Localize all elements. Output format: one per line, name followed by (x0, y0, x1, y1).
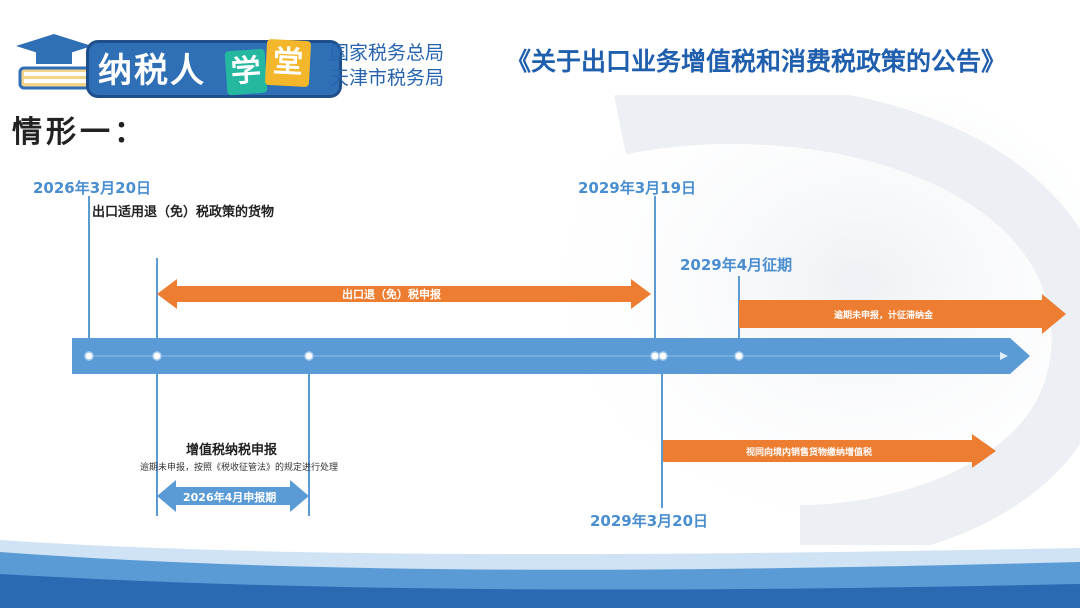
domestic-vat-label: 视同向境内销售货物缴纳增值税 (746, 448, 873, 458)
node-filing-end (304, 351, 314, 361)
bottom-wave-dark (0, 574, 1080, 608)
node-2029-apr (734, 351, 744, 361)
date-label-2029-mar20: 2029年3月20日 (590, 512, 709, 530)
node-2029-mar20 (658, 351, 668, 361)
export-refund-label: 出口退（免）税申报 (342, 288, 441, 301)
domestic-vat-arrow (663, 434, 996, 468)
export-refund-double-arrow (157, 279, 651, 309)
date-label-2029-apr: 2029年4月征期 (680, 256, 793, 274)
logo-text: 纳税人 (98, 51, 206, 91)
late-penalty-label: 逾期未申报，计征滞纳金 (834, 311, 934, 321)
node-refund-start (152, 351, 162, 361)
date-label-2026-mar20: 2026年3月20日 (33, 179, 152, 197)
late-penalty-arrow (739, 294, 1066, 334)
document-title: 《关于出口业务增值税和消费税政策的公告》 (506, 47, 1007, 76)
export-goods-note: 出口适用退（免）税政策的货物 (92, 205, 275, 220)
node-2029-mar19 (650, 351, 660, 361)
vat-filing-title: 增值税纳税申报 (186, 443, 278, 458)
org-name-line-2: 天津市税务局 (330, 67, 445, 89)
case-title: 情形一： (12, 115, 148, 150)
org-name-line-1: 国家税务总局 (330, 42, 445, 64)
filing-period-double-arrow (157, 480, 309, 512)
node-2026-mar20 (84, 351, 94, 361)
filing-period-label: 2026年4月申报期 (183, 491, 277, 504)
vat-filing-note: 逾期未申报，按照《税收征管法》的规定进行处理 (140, 463, 339, 473)
date-label-2029-mar19: 2029年3月19日 (578, 179, 697, 197)
